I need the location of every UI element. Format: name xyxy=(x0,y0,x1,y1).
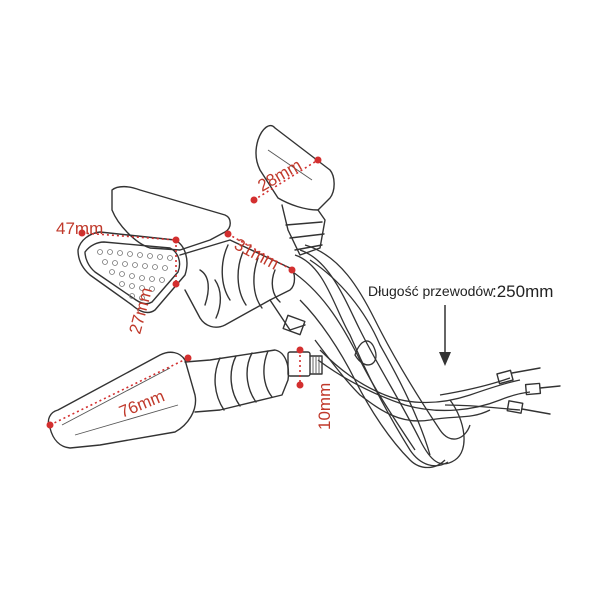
dim-lens-width: 47mm xyxy=(56,219,103,238)
dim-housing-length: 76mm xyxy=(116,386,167,421)
dim-tip-width: 28mm xyxy=(255,155,305,195)
turn-signal-bottom xyxy=(47,349,323,449)
dim-bolt-diameter: 10mm xyxy=(315,383,334,430)
turn-signal-top xyxy=(255,124,335,256)
cable-length-value: :250mm xyxy=(492,282,553,301)
arrow-down-icon xyxy=(439,305,451,366)
wire-bundle xyxy=(289,244,561,469)
cable-length-label: Długość przewodów xyxy=(368,283,494,299)
dim-lens-height: 27mm xyxy=(126,285,157,336)
dimension-markers xyxy=(46,156,322,429)
led-array xyxy=(97,249,173,301)
